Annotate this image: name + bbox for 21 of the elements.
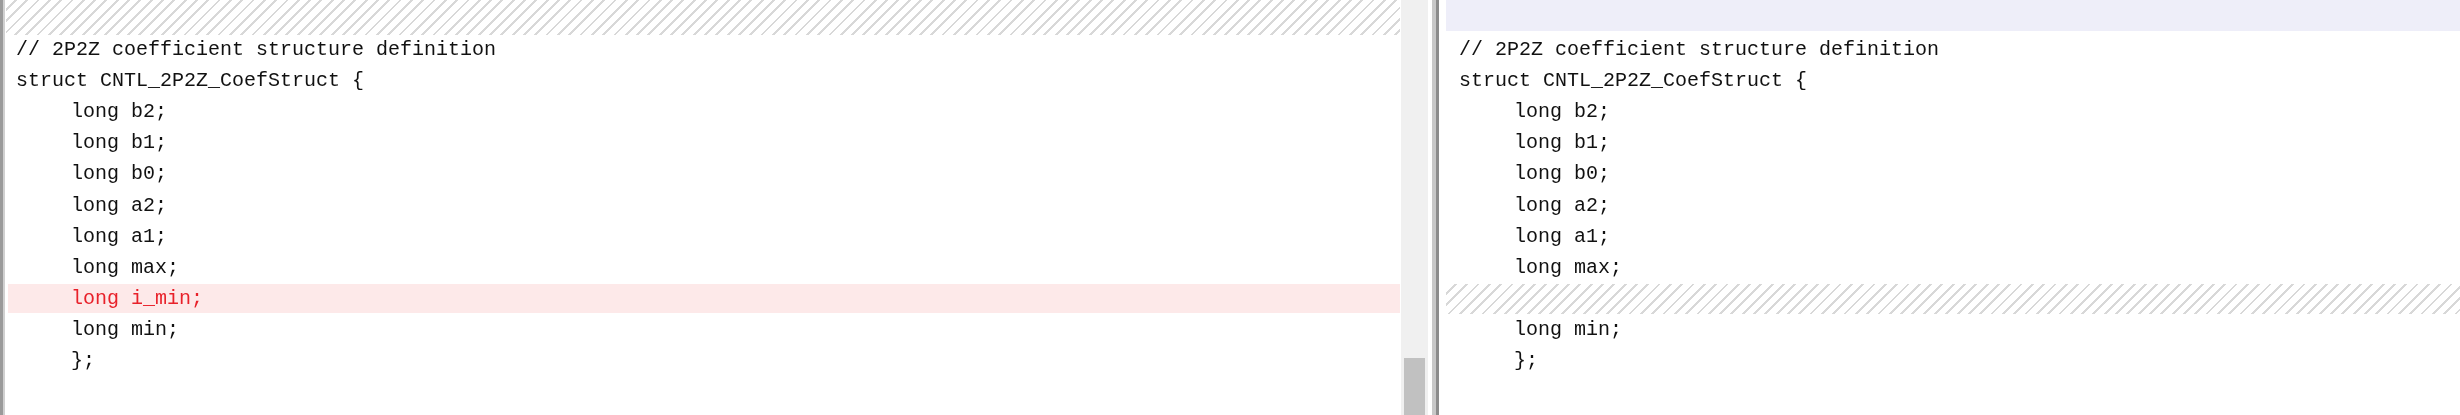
code-line: long a1; <box>1514 224 1610 250</box>
code-line: long a2; <box>1514 193 1610 219</box>
code-line: // 2P2Z coefficient structure definition <box>16 37 497 63</box>
code-line: long min; <box>1514 317 1623 343</box>
code-line: long b0; <box>71 161 167 187</box>
code-line: long b1; <box>1514 130 1610 156</box>
code-line: long min; <box>71 317 180 343</box>
code-line: long a2; <box>71 193 167 219</box>
code-line: struct CNTL_2P2Z_CoefStruct { <box>1459 68 1808 94</box>
code-line: long b1; <box>71 130 167 156</box>
deleted-code-line: long i_min; <box>71 286 204 312</box>
code-line: struct CNTL_2P2Z_CoefStruct { <box>16 68 365 94</box>
code-line: long b2; <box>1514 99 1610 125</box>
code-line: long b2; <box>71 99 167 125</box>
code-line: long a1; <box>71 224 167 250</box>
code-line: }; <box>71 348 95 374</box>
code-line: }; <box>1514 348 1538 374</box>
code-line: long max; <box>71 255 180 281</box>
code-line: // 2P2Z coefficient structure definition <box>1459 37 1940 63</box>
code-line: long max; <box>1514 255 1623 281</box>
code-line: long b0; <box>1514 161 1610 187</box>
